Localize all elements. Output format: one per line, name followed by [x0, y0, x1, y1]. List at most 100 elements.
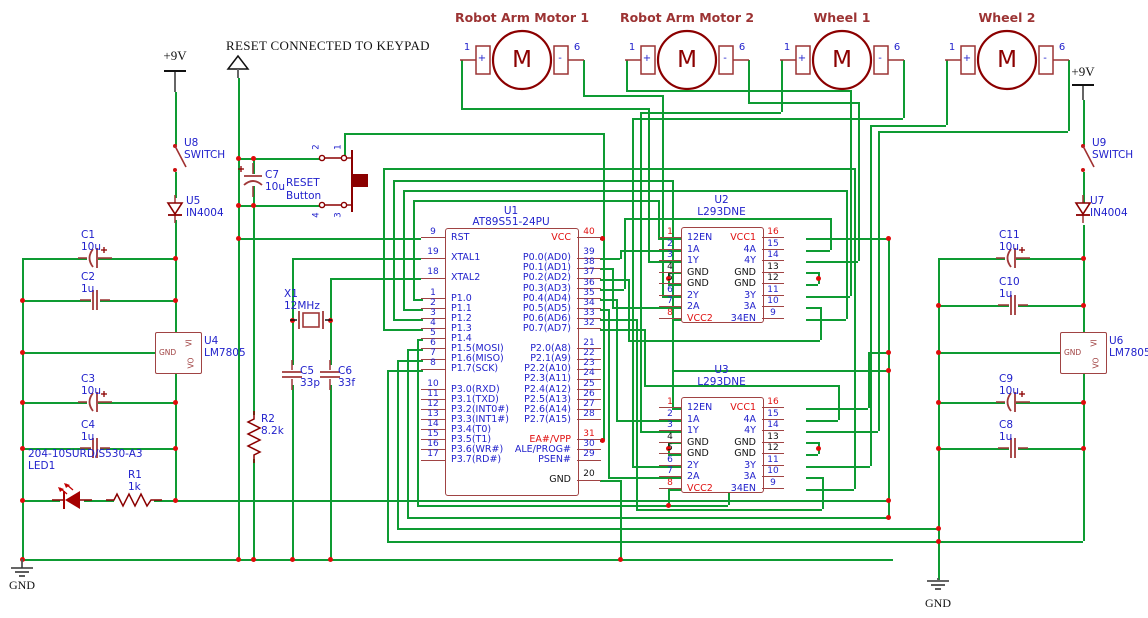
- pin-stub: [762, 476, 784, 478]
- capacitor-c11-icon[interactable]: [996, 245, 1030, 271]
- pin-stub: [577, 328, 601, 330]
- junction-dot: [886, 498, 891, 503]
- motor-plus: +: [962, 53, 972, 64]
- capacitor-c3-icon[interactable]: [78, 389, 112, 415]
- capacitor-c7-icon[interactable]: [238, 163, 268, 197]
- wire-segment: [1068, 60, 1070, 131]
- diode-u5-icon[interactable]: [165, 195, 185, 223]
- junction-dot: [1081, 400, 1086, 405]
- resistor-r2-icon[interactable]: [245, 411, 263, 463]
- regulator-u6[interactable]: GND VI VO: [1060, 332, 1107, 374]
- capacitor-c6-icon[interactable]: [317, 360, 343, 390]
- wire-segment: [612, 307, 681, 309]
- pin-stub: [577, 398, 601, 400]
- pin-number: 15: [767, 238, 779, 249]
- reset-button-icon[interactable]: [312, 146, 378, 212]
- pin-stub: [762, 306, 784, 308]
- resistor-ref: R2: [261, 413, 275, 425]
- wire-segment: [175, 172, 177, 198]
- motor-letter: M: [512, 47, 532, 73]
- capacitor-c10-icon[interactable]: [998, 292, 1028, 318]
- motor-title: Robot Arm Motor 1: [454, 10, 590, 25]
- capacitor-c5-icon[interactable]: [279, 360, 305, 390]
- motor-robot-arm-1[interactable]: M 1 6 + -: [460, 29, 584, 92]
- pin-stub: [421, 308, 445, 309]
- capacitor-c8-icon[interactable]: [998, 435, 1028, 461]
- pin-number: 15: [427, 429, 439, 439]
- capacitor-c9-icon[interactable]: [996, 389, 1030, 415]
- switch-u9-icon[interactable]: [1075, 141, 1105, 175]
- wire-segment: [238, 158, 322, 160]
- pin-stub: [659, 453, 681, 455]
- wire-segment: [748, 60, 750, 102]
- pin-number: 17: [427, 449, 439, 460]
- motor-minus: -: [723, 53, 727, 64]
- junction-dot: [1081, 256, 1086, 261]
- wire-segment: [22, 258, 24, 559]
- wire-segment: [822, 477, 824, 509]
- led1-icon[interactable]: [52, 483, 92, 513]
- pin-number: 7: [667, 466, 673, 476]
- wire-segment: [672, 370, 888, 372]
- motor-robot-arm-2[interactable]: M 1 6 + -: [625, 29, 749, 92]
- wire-segment: [806, 250, 830, 252]
- switch-u8-icon[interactable]: [167, 141, 197, 175]
- pin-stub: [659, 248, 681, 250]
- pin-stub: [421, 368, 445, 370]
- power-flag-bar: [164, 70, 186, 72]
- motor-letter: M: [677, 47, 697, 73]
- switch-ref: U9: [1092, 137, 1107, 149]
- motor-wheel-2[interactable]: M 1 6 + -: [945, 29, 1069, 92]
- pin-number: 13: [427, 408, 439, 419]
- pin-number: 31: [583, 429, 595, 439]
- junction-dot: [20, 400, 25, 405]
- pin-number: 28: [583, 408, 595, 419]
- pin-label: P2.1(A9): [530, 353, 571, 365]
- wire-segment: [238, 78, 240, 559]
- motor-plus: +: [797, 53, 807, 64]
- wire-segment: [253, 459, 255, 559]
- motor-icon: [945, 29, 1069, 91]
- wire-segment: [403, 190, 405, 309]
- resistor-r1-icon[interactable]: [106, 492, 162, 510]
- motor-wheel-1[interactable]: M 1 6 + -: [780, 29, 904, 92]
- pin-stub: [421, 237, 445, 239]
- pin-stub: [762, 294, 784, 296]
- wire-segment: [397, 360, 423, 362]
- wire-segment: [22, 559, 893, 561]
- pin-label: 3Y: [744, 289, 756, 301]
- pin-stub: [762, 237, 784, 239]
- crystal-x1-icon[interactable]: [290, 309, 332, 331]
- capacitor-c4-icon[interactable]: [80, 435, 110, 461]
- motor-icon: [460, 29, 584, 91]
- motor-pin-1: 1: [628, 42, 636, 53]
- pin-label: GND: [687, 448, 709, 459]
- pin-label: VCC2: [687, 482, 713, 494]
- wire-segment: [938, 541, 940, 580]
- motor-pin-6: 6: [738, 42, 746, 53]
- pin-label: P1.5(MOSI): [451, 343, 504, 355]
- pin-stub: [659, 317, 681, 319]
- pin-label: 2Y: [687, 459, 699, 471]
- pin-label: 4Y: [744, 255, 756, 266]
- pin-label: XTAL2: [451, 272, 481, 284]
- wire-segment: [403, 190, 846, 192]
- pin-stub: [421, 409, 445, 410]
- capacitor-c2-icon[interactable]: [80, 287, 110, 313]
- wire-segment: [620, 250, 681, 252]
- capacitor-value: 33f: [338, 377, 356, 389]
- wire-segment: [1083, 100, 1085, 145]
- pin-label: P1.0: [451, 292, 472, 304]
- pin-stub: [659, 294, 681, 296]
- ic-part: L293DNE: [697, 376, 746, 388]
- capacitor-c1-icon[interactable]: [78, 245, 112, 271]
- ground-icon: [11, 559, 33, 577]
- capacitor-ref: C7: [265, 169, 280, 181]
- pin-label: P3.0(RXD): [451, 383, 500, 395]
- wire-segment: [668, 454, 681, 456]
- diode-u7-icon[interactable]: [1073, 195, 1093, 223]
- regulator-u4[interactable]: GND VI VO: [155, 332, 202, 374]
